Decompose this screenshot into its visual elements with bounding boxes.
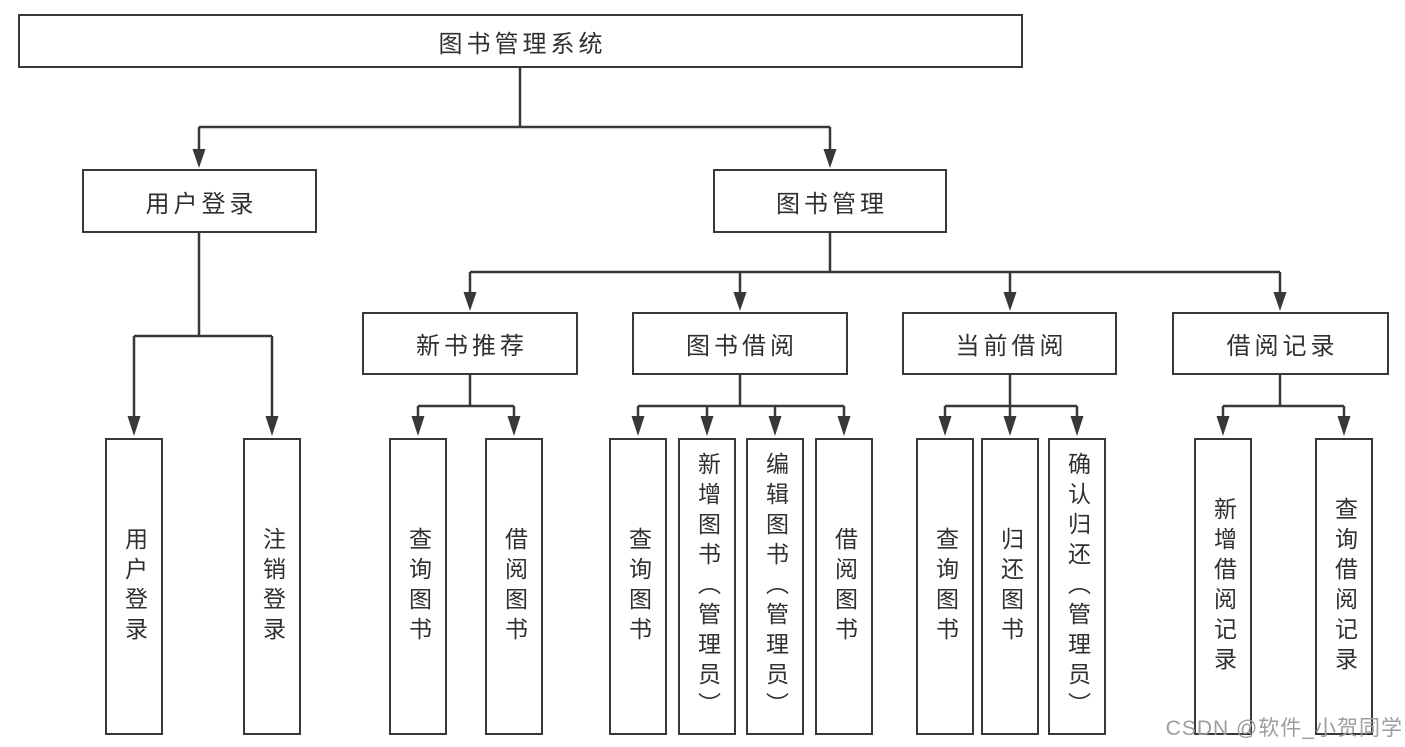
leaf-add-book-admin: 新增图书（管理员） [678,438,736,735]
leaf-borrow-query-books-label: 查询图书 [625,526,652,647]
leaf-return-book-label: 归还图书 [997,526,1024,647]
connector-root-to-level2 [192,68,837,168]
node-book-borrow-label: 图书借阅 [686,333,798,360]
leaf-user-login-label: 用户登录 [121,526,148,647]
leaf-edit-book-admin-label: 编辑图书（管理员） [762,451,789,722]
leaf-logout-label: 注销登录 [259,526,286,647]
leaf-add-borrow-record-label: 新增借阅记录 [1210,496,1237,677]
connector-book-borrow-subtree [631,375,851,436]
leaf-user-login: 用户登录 [105,438,163,735]
node-borrow-records-label: 借阅记录 [1226,333,1339,360]
leaf-add-borrow-record: 新增借阅记录 [1194,438,1252,735]
node-new-book-recommend-label: 新书推荐 [416,333,528,360]
leaf-query-borrow-record-label: 查询借阅记录 [1331,496,1358,677]
leaf-newbook-borrow-books-label: 借阅图书 [501,526,528,647]
leaf-borrow-borrow-books-label: 借阅图书 [831,526,858,647]
leaf-return-book: 归还图书 [981,438,1039,735]
leaf-edit-book-admin: 编辑图书（管理员） [746,438,804,735]
leaf-newbook-query-books: 查询图书 [389,438,447,735]
leaf-query-borrow-record: 查询借阅记录 [1315,438,1373,735]
leaf-borrow-borrow-books: 借阅图书 [815,438,873,735]
connector-user-login-subtree [127,233,279,436]
csdn-watermark: CSDN @软件_小贺同学 [1165,717,1403,740]
node-current-borrow: 当前借阅 [902,312,1117,375]
node-current-borrow-label: 当前借阅 [955,333,1068,360]
node-user-login: 用户登录 [82,169,317,233]
node-root-system: 图书管理系统 [18,14,1023,68]
node-new-book-recommend: 新书推荐 [362,312,578,375]
leaf-confirm-return-admin: 确认归还（管理员） [1048,438,1106,735]
leaf-confirm-return-admin-label: 确认归还（管理员） [1064,451,1091,722]
node-root-label: 图书管理系统 [438,30,607,58]
leaf-current-query-books: 查询图书 [916,438,974,735]
node-book-management-label: 图书管理 [776,190,888,218]
connector-current-borrow-subtree [938,375,1084,436]
node-book-borrow: 图书借阅 [632,312,848,375]
connector-book-management-to-level3 [463,233,1287,311]
leaf-newbook-borrow-books: 借阅图书 [485,438,543,735]
node-borrow-records: 借阅记录 [1172,312,1389,375]
leaf-logout: 注销登录 [243,438,301,735]
leaf-newbook-query-books-label: 查询图书 [405,526,432,647]
connector-borrow-records-subtree [1216,375,1351,436]
leaf-add-book-admin-label: 新增图书（管理员） [694,451,721,722]
leaf-current-query-books-label: 查询图书 [932,526,959,647]
connector-new-book-subtree [411,375,521,436]
leaf-borrow-query-books: 查询图书 [609,438,667,735]
node-user-login-label: 用户登录 [145,190,258,218]
node-book-management: 图书管理 [713,169,947,233]
